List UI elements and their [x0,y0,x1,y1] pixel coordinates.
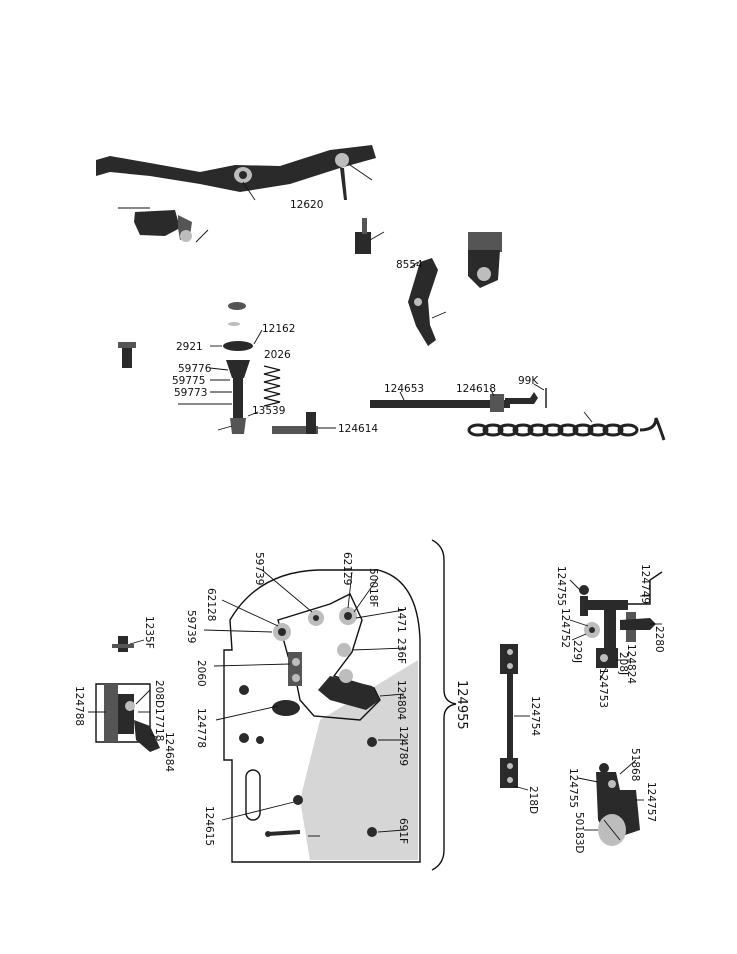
label-218d: 218D [527,786,539,814]
label-124618: 124618 [456,383,496,395]
label-124955: 124955 [454,680,469,730]
label-2280: 2280 [653,626,665,653]
label-124653: 124653 [384,383,424,395]
upper-lever-8554 [408,258,446,346]
label-59773: 59773 [174,387,207,399]
label-62128: 62128 [205,588,217,621]
label-124752: 124752 [559,608,571,648]
label-236f: 236F [395,638,407,664]
chain-hook [640,418,664,440]
label-50018f: 50018F [367,568,379,607]
label-124804: 124804 [395,680,407,720]
label-50183d: 50183D [573,812,585,854]
upper-spring-2026 [264,366,280,406]
label-124614: 124614 [338,423,378,435]
presser-foot [88,684,160,752]
upper-bracket-left [118,208,208,242]
label-59776: 59776 [178,363,212,375]
plate-link [272,594,380,720]
label-8554: 8554 [396,259,423,271]
assembly-bracket [432,540,456,870]
label-229j: 229J [571,640,583,663]
label-62129: 62129 [341,552,353,585]
label-124755-cam: 124755 [567,768,579,808]
label-59739-left: 59739 [185,610,197,643]
label-59775: 59775 [172,375,205,387]
label-59739-top: 59739 [253,552,265,585]
label-12162: 12162 [262,323,295,335]
label-124754: 124754 [529,696,541,736]
thumb-screw-1235f [112,636,144,652]
label-691f: 691F [397,818,409,844]
label-13539: 13539 [252,405,285,417]
label-124757: 124757 [645,782,657,822]
connecting-rod [500,644,530,790]
label-1471: 1471 [395,606,407,633]
label-51868: 51868 [629,748,641,781]
label-99k: 99K [518,375,539,387]
upper-bracket-right [468,232,502,288]
label-2026: 2026 [264,349,291,361]
label-124615: 124615 [203,806,215,846]
upper-lever-arm [96,145,376,200]
label-124778: 124778 [195,708,207,748]
label-124749: 124749 [639,564,651,604]
label-124755-top: 124755 [555,566,567,606]
label-208j: 208J [617,652,629,675]
label-124789: 124789 [397,726,409,766]
label-12620: 12620 [290,199,323,211]
upper-chain [469,418,664,440]
upper-block-middle [355,218,384,254]
label-124684: 124684 [163,732,175,772]
label-2921: 2921 [176,341,203,353]
label-124753: 124753 [597,668,609,708]
label-1235f: 1235F [143,616,155,649]
label-208d: 208D [153,680,165,708]
upper-screw-left [118,342,136,368]
label-124788: 124788 [73,686,85,726]
label-2060: 2060 [195,660,207,687]
